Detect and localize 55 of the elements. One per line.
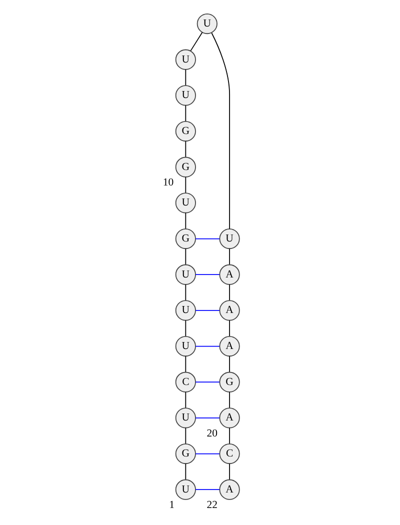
node-circle: G <box>175 443 196 464</box>
connector <box>229 392 230 408</box>
connector <box>211 32 230 230</box>
node-circle: G <box>175 228 196 250</box>
connector <box>195 346 220 347</box>
connector <box>195 453 220 454</box>
connector <box>195 417 220 418</box>
node-label: 1 <box>169 499 174 512</box>
connector <box>185 356 186 372</box>
node-circle: A <box>219 408 240 428</box>
connector <box>229 248 230 265</box>
connector <box>195 238 220 240</box>
node-circle: U <box>175 336 196 357</box>
node-circle: U <box>175 85 196 106</box>
node-label: 20 <box>206 427 218 440</box>
connector <box>185 140 186 158</box>
connector <box>229 284 230 301</box>
node-circle: U <box>175 192 196 214</box>
connector <box>229 356 230 372</box>
connector <box>195 382 220 383</box>
node-circle: A <box>219 336 240 357</box>
connector <box>185 248 186 265</box>
node-circle: A <box>219 479 240 500</box>
node-circle: A <box>219 300 240 321</box>
node-circle: A <box>219 264 240 285</box>
connector <box>185 284 186 301</box>
connector <box>229 463 230 480</box>
node-circle: G <box>175 156 196 178</box>
connector <box>185 463 186 480</box>
node-circle: G <box>219 372 240 392</box>
node-circle: U <box>175 479 196 500</box>
node-label: 10 <box>162 176 174 189</box>
connector <box>185 176 186 194</box>
node-circle: U <box>175 300 196 321</box>
connector <box>195 274 220 276</box>
connector <box>185 392 186 408</box>
connector <box>185 212 186 230</box>
node-circle: U <box>219 228 240 250</box>
node-circle: C <box>219 443 240 464</box>
connector <box>229 320 230 337</box>
connector <box>195 310 220 311</box>
node-circle: U <box>196 13 218 34</box>
connector <box>185 69 186 86</box>
node-label: 22 <box>206 499 218 512</box>
connector <box>195 489 220 490</box>
connector <box>185 427 186 444</box>
node-circle: C <box>175 372 196 392</box>
connector <box>190 32 203 52</box>
connector <box>185 104 186 122</box>
node-circle: U <box>175 408 196 428</box>
node-circle: U <box>175 49 196 70</box>
node-circle: G <box>175 120 196 142</box>
node-circle: U <box>175 264 196 285</box>
connector <box>229 427 230 444</box>
connector <box>185 320 186 337</box>
